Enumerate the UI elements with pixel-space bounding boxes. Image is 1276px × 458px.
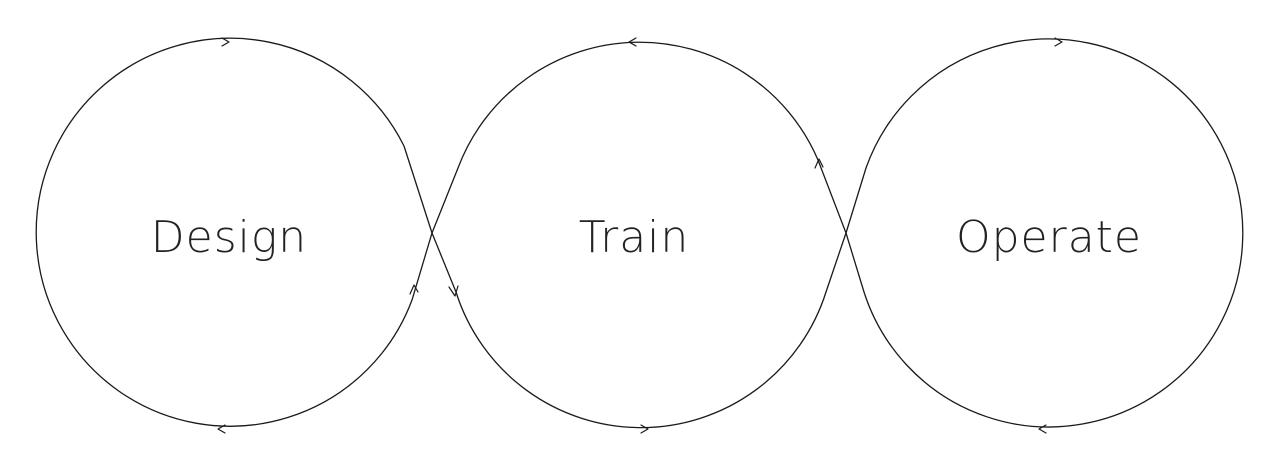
stage-label-design: Design <box>151 212 307 263</box>
stage-label-train: Train <box>579 212 690 263</box>
design-loop-upper <box>403 145 433 234</box>
arrow-train-top-icon <box>628 37 637 47</box>
arrow-design-top-icon <box>221 37 230 47</box>
arrow-cross-right-up-icon <box>814 158 824 169</box>
design-loop <box>35 37 457 427</box>
operate-loop <box>845 38 1244 428</box>
arrow-design-bottom-icon <box>217 424 226 434</box>
arrow-operate-bottom-icon <box>1038 424 1047 434</box>
train-loop <box>431 41 847 429</box>
arrow-train-bottom-icon <box>640 424 649 434</box>
arrow-cross-left-down-icon <box>448 285 459 297</box>
arrow-cross-left-up-icon <box>409 284 419 295</box>
stage-label-operate: Operate <box>956 212 1142 263</box>
arrow-operate-top-icon <box>1054 37 1063 47</box>
